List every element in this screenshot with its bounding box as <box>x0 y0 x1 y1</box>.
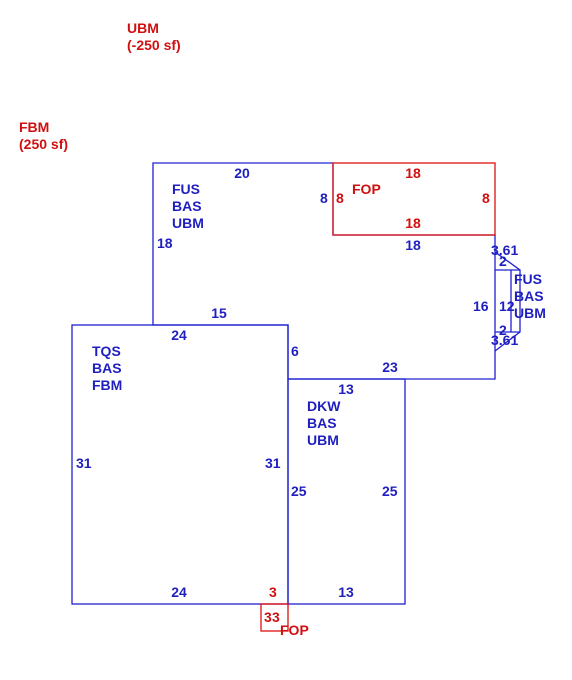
dim-garage-top: 13 <box>338 381 354 397</box>
upper-code-1: FUS <box>172 181 200 197</box>
dim-porch-top: 18 <box>405 165 421 181</box>
dim-small-porch-left: 3 <box>264 609 272 625</box>
dim-bay-top: 3.61 <box>491 242 518 258</box>
upper-code-2: BAS <box>172 198 202 214</box>
dim-bay-lower-side: 2 <box>499 322 507 338</box>
dim-garage-bottom: 13 <box>338 584 354 600</box>
bay-outline <box>494 251 521 352</box>
dim-left-top: 24 <box>171 327 187 343</box>
porch-top-code: FOP <box>352 181 381 197</box>
dim-porch-left: 8 <box>336 190 344 206</box>
garage-area-outline <box>287 378 406 605</box>
porch-top-outline <box>332 162 496 236</box>
dim-left-right: 31 <box>265 455 281 471</box>
porch-bottom-outline <box>260 603 289 632</box>
dim-bay-bottom: 3.61 <box>491 332 518 348</box>
dim-bay-wall: 16 <box>473 298 489 314</box>
dim-garage-left: 25 <box>291 483 307 499</box>
garage-code-3: UBM <box>307 432 339 448</box>
legend-ubm-area: (-250 sf) <box>127 37 181 53</box>
bay-code-1: FUS <box>514 271 542 287</box>
dim-porch-bottom: 18 <box>405 215 421 231</box>
dim-small-porch-right: 3 <box>272 609 280 625</box>
garage-code-1: DKW <box>307 398 341 414</box>
dim-bay-front: 12 <box>499 298 515 314</box>
upper-code-3: UBM <box>172 215 204 231</box>
legend-ubm-code: UBM <box>127 20 159 36</box>
dim-upper-inner-left: 8 <box>320 190 328 206</box>
dim-small-porch-bottom: 3 <box>269 584 277 600</box>
dim-garage-right: 25 <box>382 483 398 499</box>
dim-upper-bottom: 15 <box>211 305 227 321</box>
dim-porch-right: 8 <box>482 190 490 206</box>
dim-left-left: 31 <box>76 455 92 471</box>
bay-code-3: UBM <box>514 305 546 321</box>
dim-bay-upper-side: 2 <box>499 253 507 269</box>
dim-left-bottom: 24 <box>171 584 187 600</box>
left-code-3: FBM <box>92 377 122 393</box>
bay-code-2: BAS <box>514 288 544 304</box>
legend-fbm-code: FBM <box>19 119 49 135</box>
garage-code-2: BAS <box>307 415 337 431</box>
dim-upper-step-right: 6 <box>291 343 299 359</box>
dim-upper-lower-right: 23 <box>382 359 398 375</box>
dim-upper-left: 18 <box>157 235 173 251</box>
dim-upper-top: 20 <box>234 165 250 181</box>
legend-fbm-area: (250 sf) <box>19 136 68 152</box>
left-code-1: TQS <box>92 343 121 359</box>
porch-bottom-code: FOP <box>280 622 309 638</box>
dim-upper-step-bottom: 18 <box>405 237 421 253</box>
left-code-2: BAS <box>92 360 122 376</box>
